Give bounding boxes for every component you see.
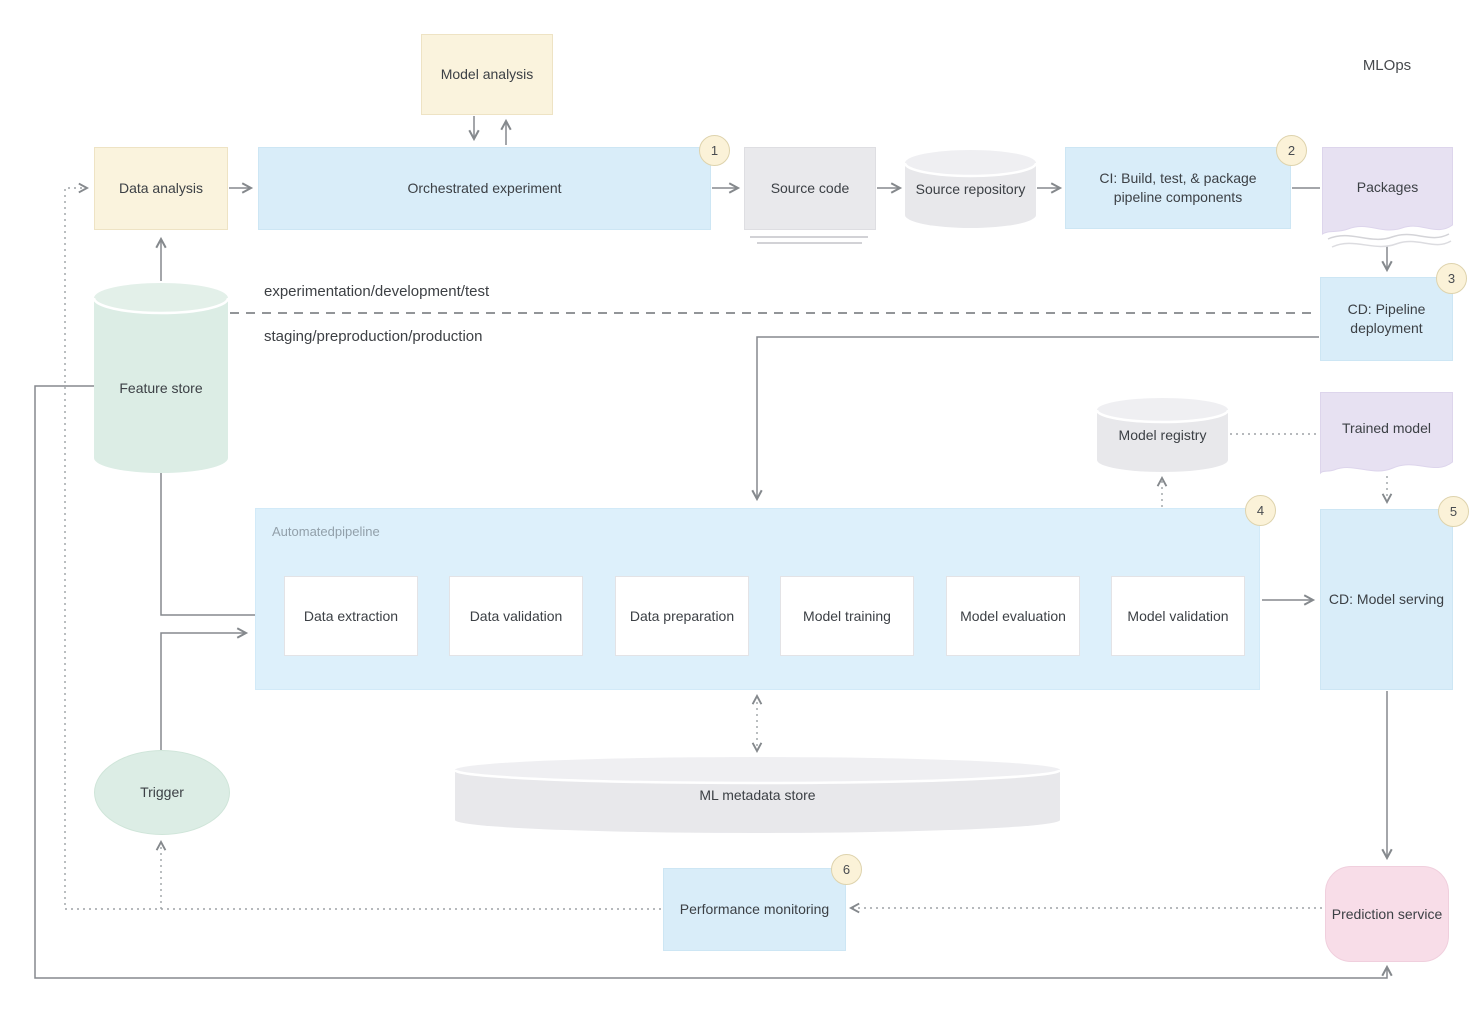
node-model-analysis: Model analysis: [421, 34, 553, 115]
source-code-paper-line-1: [750, 236, 868, 238]
cylinder-body: [94, 298, 228, 473]
packages-shape: [1322, 147, 1453, 235]
badge-1: 1: [699, 135, 730, 166]
badge-4: 4: [1245, 495, 1276, 526]
trained-model-shape: [1320, 392, 1453, 475]
badge-4-number: 4: [1256, 503, 1265, 518]
cd-model-serving-label: CD: Model serving: [1328, 591, 1445, 608]
node-source-code: Source code: [744, 147, 876, 230]
trained-model-paper-shape: [1320, 392, 1453, 475]
packages-echo-wave-2: [1331, 240, 1452, 248]
node-cd-pipeline-deployment: CD: Pipeline deployment: [1320, 277, 1453, 361]
cylinder-top: [1097, 398, 1228, 422]
data-validation-label: Data validation: [469, 607, 563, 624]
prediction-service-label: Prediction service: [1331, 905, 1443, 922]
cylinder-rim: [905, 162, 1036, 178]
automated-pipeline-container: Automatedpipeline: [255, 508, 1260, 690]
cylinder-body: [1097, 410, 1228, 472]
trigger-label: Trigger: [140, 784, 184, 801]
cd-pipeline-deployment-label: CD: Pipeline deployment: [1347, 301, 1426, 336]
packages-label: Packages: [1356, 178, 1419, 195]
ml-metadata-store-label: ML metadata store: [699, 786, 816, 803]
node-data-analysis: Data analysis: [94, 147, 228, 230]
model-registry-label: Model registry: [1118, 426, 1207, 443]
metadata-store-cylinder-shape: [455, 757, 1060, 833]
cylinder-body: [455, 770, 1060, 833]
badge-6: 6: [831, 854, 862, 885]
model-training-label: Model training: [803, 607, 891, 624]
diagram-title: MLOps: [1362, 57, 1412, 74]
node-orchestrated-experiment: Orchestrated experiment: [258, 147, 711, 230]
cylinder-body: [905, 163, 1036, 228]
node-data-extraction: Data extraction: [284, 576, 418, 656]
badge-2-number: 2: [1287, 143, 1296, 158]
node-model-registry: Model registry: [1097, 398, 1228, 472]
node-data-preparation: Data preparation: [615, 576, 749, 656]
lane-label-experimentation: experimentation/development/test: [264, 283, 490, 300]
ci-build-label: CI: Build, test, & package pipeline comp…: [1099, 170, 1257, 205]
badge-2: 2: [1276, 135, 1307, 166]
packages-paper-shape: [1322, 147, 1453, 248]
packages-echo-wave-1: [1327, 233, 1450, 241]
node-packages: Packages: [1322, 147, 1453, 249]
model-analysis-label: Model analysis: [440, 66, 534, 83]
model-validation-label: Model validation: [1127, 607, 1229, 624]
node-trained-model: Trained model: [1320, 392, 1453, 480]
node-trigger: Trigger: [94, 750, 230, 835]
cylinder-top: [94, 283, 228, 313]
node-ci-build: CI: Build, test, & package pipeline comp…: [1065, 147, 1291, 229]
source-repository-cylinder-shape: [905, 150, 1036, 228]
data-extraction-label: Data extraction: [303, 607, 399, 624]
line-feature-store-to-prediction-service: [34, 385, 1393, 979]
model-registry-cylinder-shape: [1097, 398, 1228, 472]
cylinder-top: [905, 150, 1036, 176]
node-ml-metadata-store: ML metadata store: [455, 757, 1060, 833]
feature-store-cylinder-shape: [94, 283, 228, 473]
feature-store-label: Feature store: [119, 379, 203, 396]
source-repository-label: Source repository: [915, 180, 1026, 197]
automated-pipeline-label: Automatedpipeline: [272, 524, 380, 539]
performance-monitoring-label: Performance monitoring: [679, 901, 830, 918]
data-analysis-label: Data analysis: [118, 180, 204, 197]
data-preparation-label: Data preparation: [629, 607, 735, 624]
badge-5: 5: [1438, 496, 1469, 527]
node-data-validation: Data validation: [449, 576, 583, 656]
model-evaluation-label: Model evaluation: [960, 607, 1066, 624]
badge-3-number: 3: [1447, 271, 1456, 286]
source-code-paper-line-2: [757, 242, 862, 244]
dotted-feedback-to-data-analysis: [64, 182, 661, 910]
node-model-training: Model training: [780, 576, 914, 656]
cylinder-rim: [1097, 409, 1228, 424]
cylinder-rim: [455, 769, 1060, 785]
cylinder-rim: [94, 297, 228, 315]
node-performance-monitoring: Performance monitoring: [663, 868, 846, 951]
source-code-label: Source code: [770, 180, 850, 197]
node-model-validation: Model validation: [1111, 576, 1245, 656]
node-prediction-service: Prediction service: [1325, 866, 1449, 962]
arrow-trigger-to-pipeline: [160, 627, 249, 750]
orchestrated-experiment-label: Orchestrated experiment: [407, 180, 562, 197]
badge-3: 3: [1436, 263, 1467, 294]
cylinder-top: [455, 757, 1060, 783]
node-cd-model-serving: CD: Model serving: [1320, 509, 1453, 690]
node-model-evaluation: Model evaluation: [946, 576, 1080, 656]
arrow-cd-pipeline-to-automated-pipeline: [751, 336, 1319, 502]
arrow-feature-store-to-pipeline: [160, 473, 281, 621]
badge-6-number: 6: [842, 862, 851, 877]
lane-label-staging: staging/preproduction/production: [264, 328, 483, 345]
node-source-repository: Source repository: [905, 150, 1036, 228]
node-feature-store: Feature store: [94, 283, 228, 473]
badge-1-number: 1: [710, 143, 719, 158]
trained-model-label: Trained model: [1342, 419, 1431, 436]
badge-5-number: 5: [1449, 504, 1458, 519]
